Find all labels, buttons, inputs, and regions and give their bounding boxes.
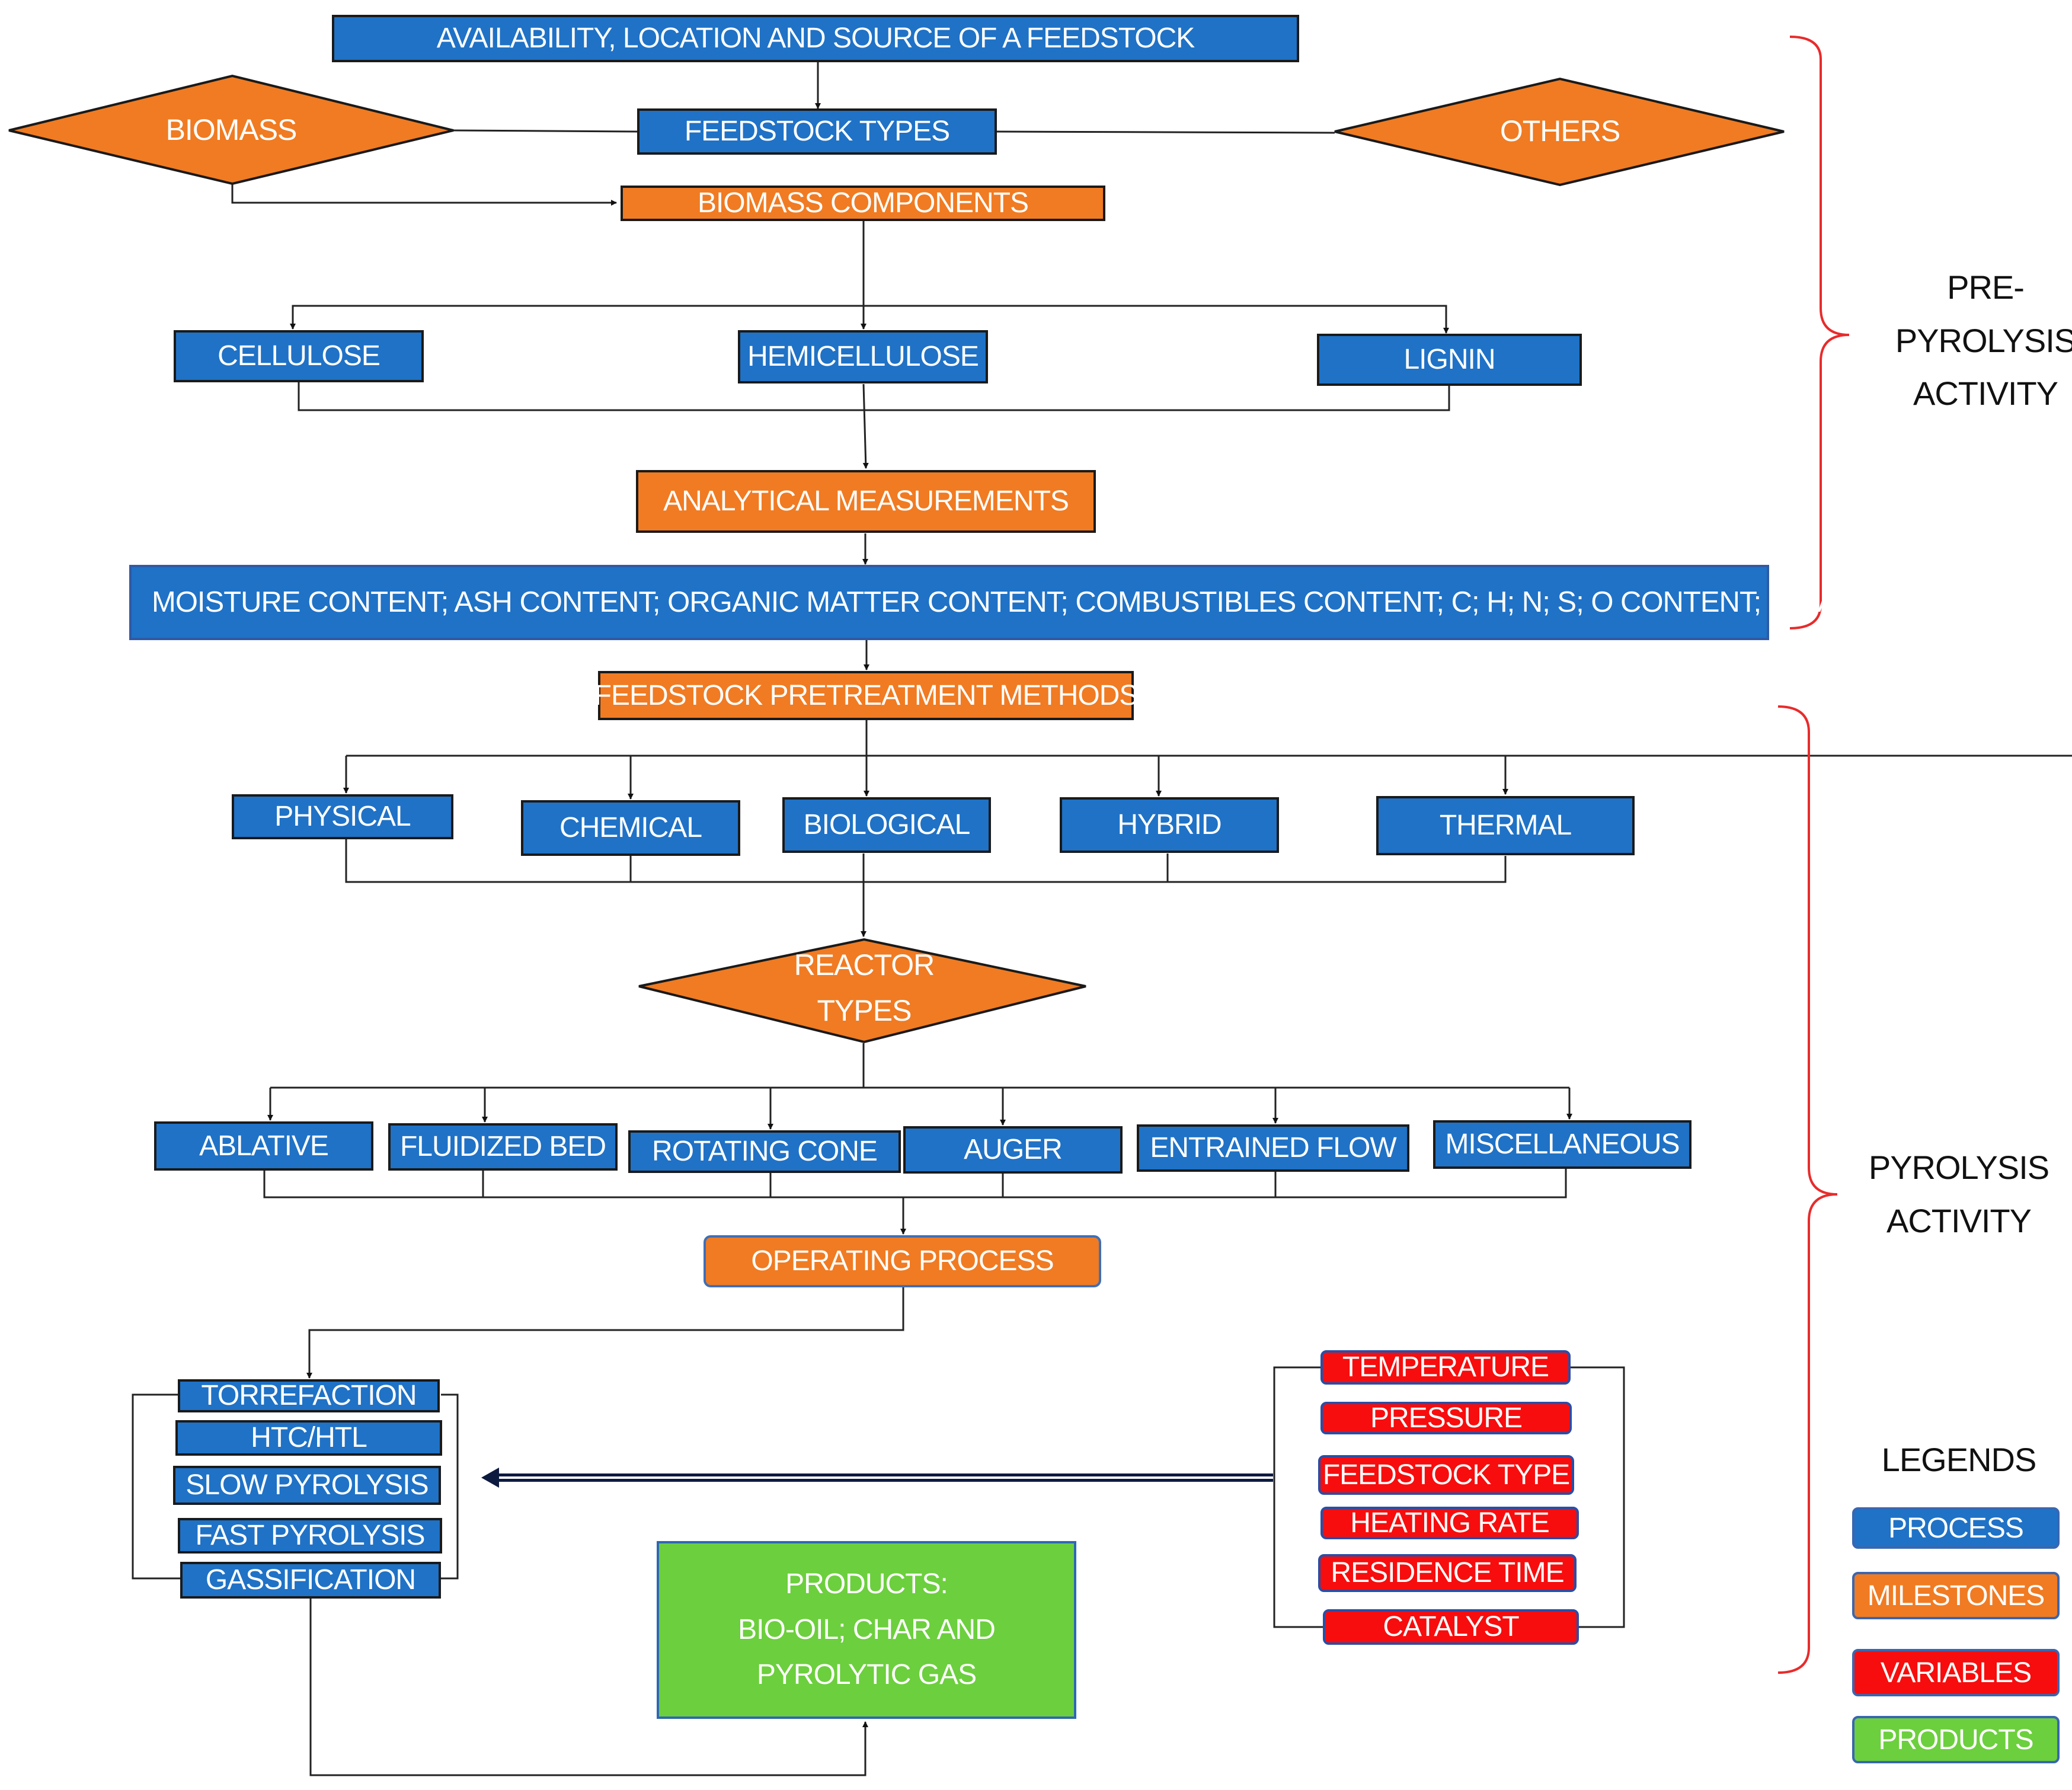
miscellaneous-box: MISCELLANEOUS — [1433, 1120, 1692, 1169]
chemical-box: CHEMICAL — [521, 800, 740, 856]
cellulose-box: CELLULOSE — [174, 330, 424, 382]
arrow-operating-to-torrefaction — [306, 1287, 904, 1379]
group-bracket-left — [132, 1393, 180, 1580]
pyrolysis-label: PYROLYSIS ACTIVITY — [1861, 1141, 2057, 1247]
operating-process-box: OPERATING PROCESS — [704, 1235, 1101, 1287]
fluidized-bed-box: FLUIDIZED BED — [388, 1123, 618, 1171]
auger-box: AUGER — [903, 1126, 1123, 1174]
pressure-box: PRESSURE — [1320, 1402, 1572, 1434]
others-diamond — [1334, 77, 1785, 187]
gassification-box: GASSIFICATION — [180, 1562, 441, 1599]
ablative-box: ABLATIVE — [154, 1121, 373, 1171]
merge-bar-components — [298, 382, 1450, 411]
biomass-diamond — [8, 74, 454, 186]
variables-bracket-left — [1273, 1366, 1323, 1628]
physical-box: PHYSICAL — [232, 794, 453, 839]
slow-pyrolysis-box: SLOW PYROLYSIS — [173, 1466, 441, 1505]
biomass-components-box: BIOMASS COMPONENTS — [621, 186, 1105, 221]
biological-box: BIOLOGICAL — [782, 797, 991, 853]
entrained-flow-box: ENTRAINED FLOW — [1137, 1124, 1409, 1172]
reactor-types-line2: TYPES — [817, 994, 912, 1027]
availability-box: AVAILABILITY, LOCATION AND SOURCE OF A F… — [332, 15, 1299, 62]
pyrolysis-bracket — [1777, 705, 1838, 1674]
products-box: PRODUCTS: BIO-OIL; CHAR AND PYROLYTIC GA… — [657, 1541, 1076, 1719]
line-biomass-feedstock — [453, 129, 638, 133]
legend-variables: VARIABLES — [1852, 1649, 2060, 1696]
pre-pyrolysis-line2: PYROLYSIS — [1895, 321, 2072, 359]
line-others-feedstock — [996, 130, 1335, 134]
pre-pyrolysis-line1: PRE- — [1947, 268, 2025, 306]
legend-milestones: MILESTONES — [1852, 1572, 2060, 1619]
products-line2: BIO-OIL; CHAR AND — [738, 1613, 996, 1645]
others-label: OTHERS — [1499, 114, 1620, 148]
pyrolysis-line1: PYROLYSIS — [1868, 1149, 2049, 1186]
rotating-cone-box: ROTATING CONE — [628, 1130, 901, 1173]
htc-htl-box: HTC/HTL — [175, 1420, 442, 1456]
thermal-box: THERMAL — [1376, 796, 1635, 855]
variables-bracket-right — [1569, 1366, 1625, 1628]
legend-title: LEGENDS — [1881, 1441, 2037, 1478]
products-line3: PYROLYTIC GAS — [756, 1659, 977, 1691]
merge-bar-reactor — [263, 1169, 1567, 1198]
pre-pyrolysis-line3: ACTIVITY — [1913, 375, 2058, 413]
lignin-box: LIGNIN — [1317, 334, 1582, 386]
arrow-biomass-to-components — [231, 184, 617, 206]
arrow-gassification-to-products — [309, 1599, 868, 1776]
heating-rate-box: HEATING RATE — [1320, 1507, 1579, 1539]
hemicellulose-box: HEMICELLULOSE — [738, 330, 988, 383]
merge-bar-pretreatment — [345, 836, 1507, 883]
reactor-types-diamond — [638, 938, 1086, 1044]
pyrolysis-line2: ACTIVITY — [1886, 1201, 2032, 1239]
feedstock-types-box: FEEDSTOCK TYPES — [637, 108, 997, 155]
pre-pyrolysis-label: PRE- PYROLYSIS ACTIVITY — [1885, 261, 2072, 420]
group-bracket-right — [441, 1393, 459, 1580]
reactor-types-line1: REACTOR — [794, 948, 935, 982]
pre-pyrolysis-bracket — [1789, 36, 1850, 629]
measurements-list-box: MOISTURE CONTENT; ASH CONTENT; ORGANIC M… — [129, 565, 1828, 640]
catalyst-box: CATALYST — [1323, 1609, 1579, 1645]
torrefaction-box: TORREFACTION — [178, 1379, 440, 1412]
reactor-types-label: REACTOR TYPES — [746, 938, 983, 1038]
analytical-measurements-box: ANALYTICAL MEASUREMENTS — [636, 470, 1096, 533]
branch-bar-components — [292, 305, 1447, 332]
pretreatment-box: FEEDSTOCK PRETREATMENT METHODS — [594, 671, 1138, 720]
feedstock-type-box: FEEDSTOCK TYPE — [1318, 1455, 1574, 1495]
fast-pyrolysis-box: FAST PYROLYSIS — [178, 1518, 442, 1554]
temperature-box: TEMPERATURE — [1320, 1350, 1571, 1385]
biomass-label: BIOMASS — [165, 113, 298, 147]
arrow-to-analytical — [862, 383, 869, 469]
legend-process: PROCESS — [1852, 1507, 2060, 1549]
residence-time-box: RESIDENCE TIME — [1318, 1554, 1577, 1592]
hybrid-box: HYBRID — [1060, 797, 1279, 853]
products-title: PRODUCTS: — [785, 1568, 948, 1600]
legend-products: PRODUCTS — [1852, 1716, 2060, 1763]
variables-influence-arrow — [481, 1468, 1273, 1488]
